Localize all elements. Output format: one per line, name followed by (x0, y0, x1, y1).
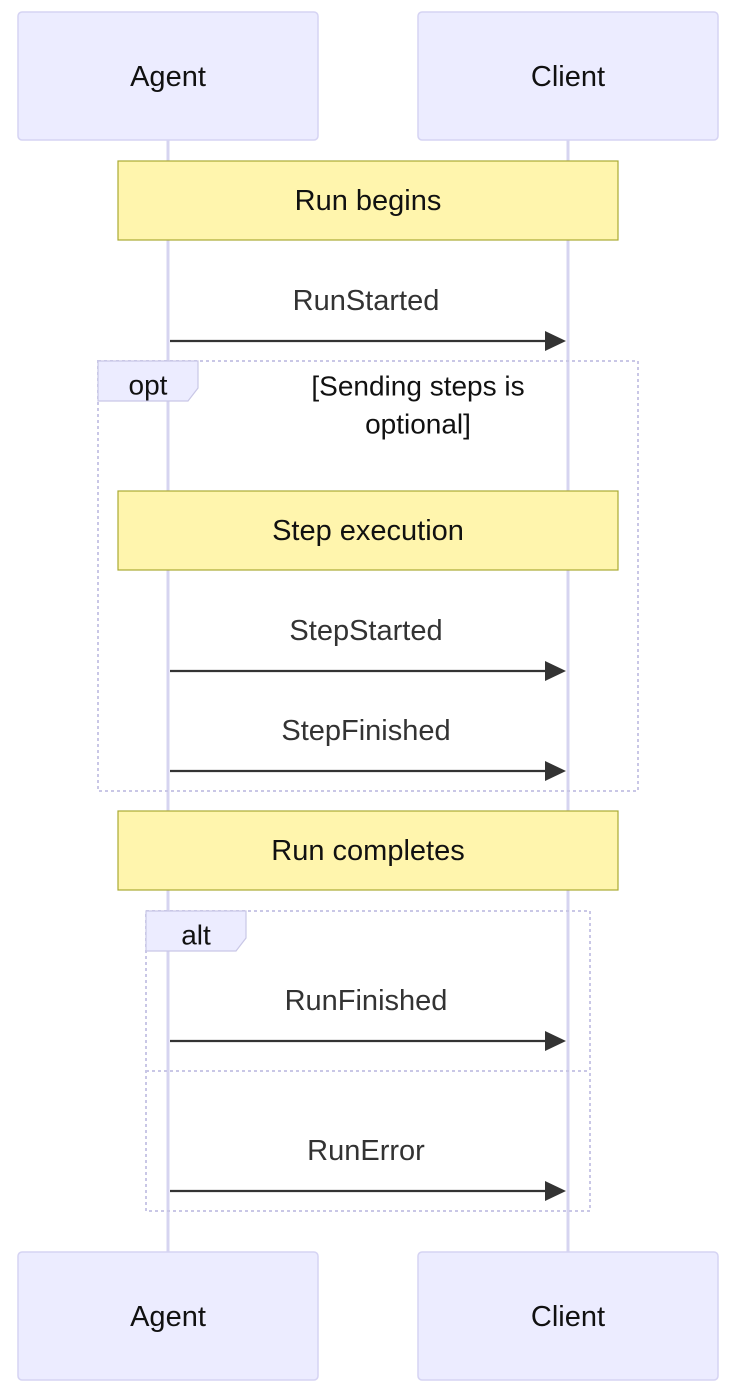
opt-frame: opt [Sending steps is optional] (97, 360, 639, 792)
alt-frame: alt (145, 910, 591, 1212)
note-step-execution: Step execution (117, 490, 619, 571)
message-run-finished-label: RunFinished (285, 985, 448, 1017)
arrow-head (545, 1031, 566, 1051)
note-run-begins: Run begins (117, 160, 619, 241)
agent-actor-label: Agent (130, 61, 206, 93)
note-run-begins-text: Run begins (295, 185, 442, 217)
client-actor-bottom: Client (417, 1251, 719, 1381)
opt-condition-line2: optional] (365, 409, 471, 440)
opt-frame-label: opt (129, 370, 168, 401)
agent-actor-top: Agent (17, 11, 319, 141)
opt-frame-tab (97, 360, 199, 402)
arrow-head (545, 1181, 566, 1201)
message-run-started-label: RunStarted (293, 285, 440, 317)
client-actor-label: Client (531, 1301, 605, 1333)
message-step-finished: StepFinished (170, 715, 566, 781)
arrow-head (545, 761, 566, 781)
opt-condition-line1: [Sending steps is (311, 371, 524, 402)
client-actor-label: Client (531, 61, 605, 93)
message-step-started: StepStarted (170, 615, 566, 681)
alt-frame-tab (145, 910, 247, 952)
note-run-completes: Run completes (117, 810, 619, 891)
client-actor-top: Client (417, 11, 719, 141)
message-step-finished-label: StepFinished (281, 715, 450, 747)
message-run-error: RunError (170, 1135, 566, 1201)
agent-actor-bottom: Agent (17, 1251, 319, 1381)
alt-frame-label: alt (181, 920, 211, 951)
note-run-completes-text: Run completes (271, 835, 464, 867)
message-run-finished: RunFinished (170, 985, 566, 1051)
note-step-execution-text: Step execution (272, 515, 464, 547)
message-run-error-label: RunError (307, 1135, 425, 1167)
message-step-started-label: StepStarted (289, 615, 442, 647)
arrow-head (545, 661, 566, 681)
message-run-started: RunStarted (170, 285, 566, 351)
agent-actor-label: Agent (130, 1301, 206, 1333)
arrow-head (545, 331, 566, 351)
